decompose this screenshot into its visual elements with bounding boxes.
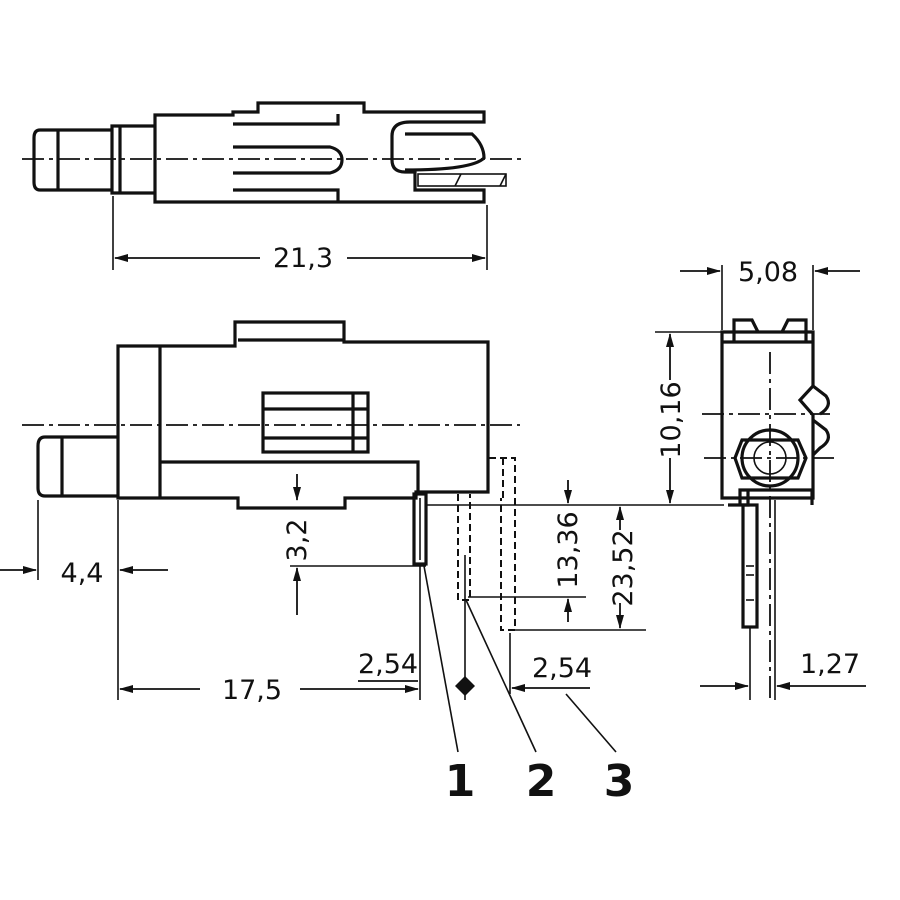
dim-1-27: 1,27 [800, 649, 860, 680]
dim-21-3: 21,3 [273, 243, 333, 274]
dim-23-52: 23,52 [608, 529, 639, 606]
dim-5-08: 5,08 [738, 257, 798, 288]
dim-2-54-left: 2,54 [358, 649, 418, 680]
dim-17-5: 17,5 [222, 675, 282, 706]
dim-10-16: 10,16 [656, 381, 687, 458]
pin-label-2: 2 [526, 756, 557, 807]
dim-3-2: 3,2 [282, 519, 313, 562]
pin-label-3: 3 [604, 756, 635, 807]
dim-13-36: 13,36 [553, 511, 584, 588]
top-view: 21,3 [22, 101, 522, 274]
dim-2-54-right: 2,54 [532, 653, 592, 684]
side-view: 5,08 10,16 1,27 [655, 257, 866, 700]
front-view: 3,2 13,36 23,52 4,4 17,5 2,54 2,54 [0, 320, 724, 807]
dim-4-4: 4,4 [61, 558, 104, 589]
pin-label-1: 1 [445, 756, 476, 807]
